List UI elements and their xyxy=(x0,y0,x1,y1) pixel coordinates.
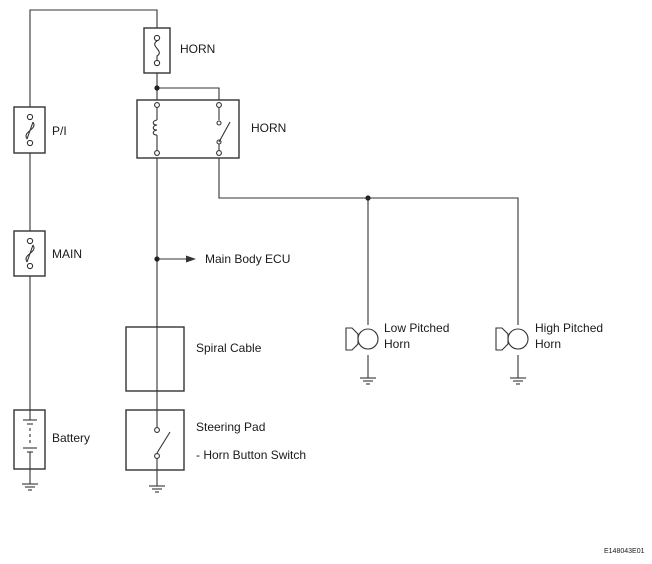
high-horn-label-line1: High Pitched xyxy=(535,321,603,335)
wiring xyxy=(29,9,519,486)
ground-icon xyxy=(149,485,165,493)
horn-button-switch-label: - Horn Button Switch xyxy=(196,448,306,462)
low-horn-label-line2: Horn xyxy=(384,337,410,351)
junction-dot xyxy=(154,85,160,91)
horn-fuse xyxy=(143,27,171,74)
main-body-ecu-label: Main Body ECU xyxy=(205,252,290,266)
ground-icon xyxy=(510,377,526,385)
spiral-cable-box xyxy=(125,326,185,392)
pi-fuse-label: P/I xyxy=(52,124,67,138)
junction-dot xyxy=(154,256,160,262)
horn-fuse-label: HORN xyxy=(180,42,215,56)
relay-switch-icon xyxy=(218,121,231,143)
high-horn-label-line2: Horn xyxy=(535,337,561,351)
battery-icon xyxy=(13,409,46,470)
ground-icon xyxy=(22,483,38,491)
pi-fuse xyxy=(13,106,46,154)
steering-pad-label: Steering Pad xyxy=(196,420,265,434)
horn-button-switch xyxy=(125,409,185,471)
horn-relay-label: HORN xyxy=(251,121,286,135)
low-pitched-horn-icon xyxy=(345,327,379,351)
low-horn-label-line1: Low Pitched xyxy=(384,321,449,335)
junction-dot xyxy=(365,195,371,201)
main-fuse xyxy=(13,230,46,277)
main-fuse-label: MAIN xyxy=(52,247,82,261)
battery-label: Battery xyxy=(52,431,90,445)
high-pitched-horn-icon xyxy=(495,327,529,351)
relay-coil-icon xyxy=(152,119,158,136)
spiral-cable-label: Spiral Cable xyxy=(196,341,262,355)
diagram-code: E148043E01 xyxy=(604,548,645,555)
horn-relay xyxy=(136,99,240,159)
ground-icon xyxy=(360,377,376,385)
